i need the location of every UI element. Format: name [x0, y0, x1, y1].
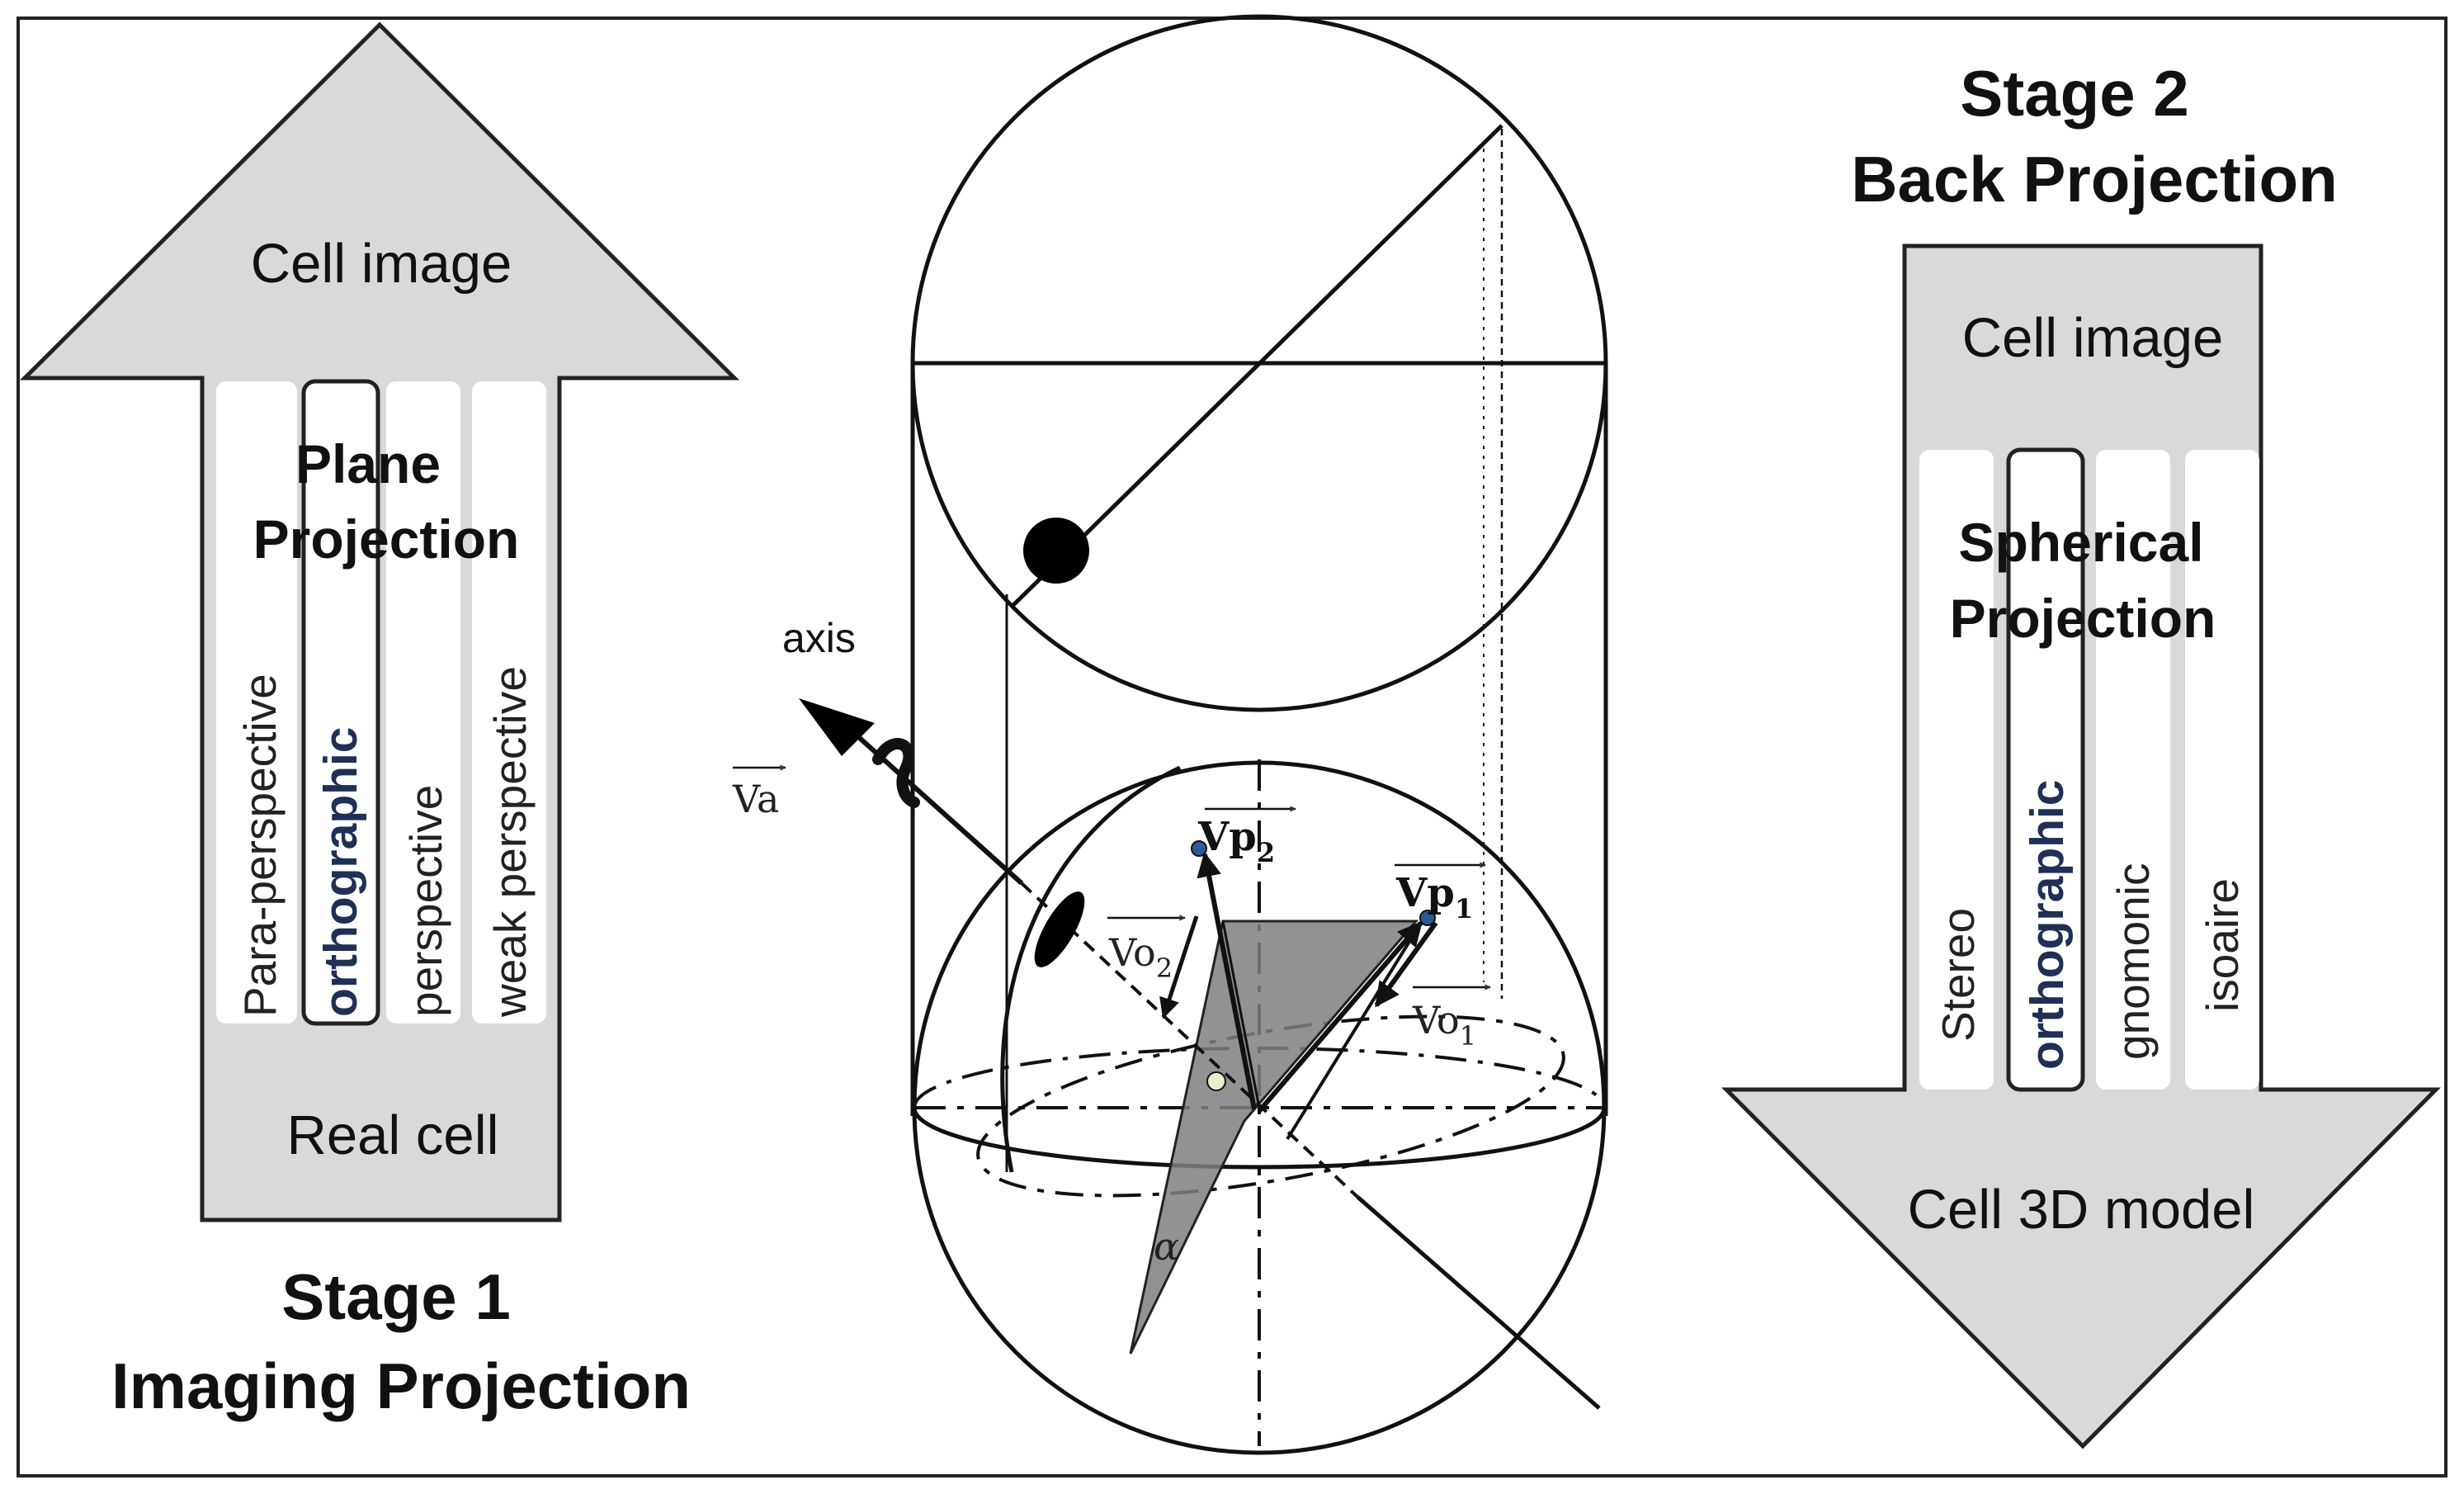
- vector-vo2: [1159, 915, 1199, 1019]
- stage1-panel: Cell image Para-perspective orthographic…: [19, 21, 740, 1422]
- stage2-title-line1: Stage 2: [1960, 57, 2188, 130]
- stage2-panel: Stage 2 Back Projection Cell image Stere…: [1721, 57, 2441, 1449]
- rotation-axis-dashed: [1020, 882, 1359, 1199]
- vo2-label: Vo2: [1108, 930, 1173, 984]
- stage2-cell-image-label: Cell image: [1962, 307, 2224, 369]
- alpha-plane: [1129, 920, 1419, 1355]
- axis-arrowhead: [799, 698, 875, 756]
- va-label: Va: [732, 777, 779, 821]
- center-labels: axis Va Vp2 Vp1 Vo2 Vo1 α: [732, 615, 1476, 1269]
- vector-vo1: [1374, 921, 1438, 1008]
- point-center-small: [1206, 1071, 1226, 1091]
- axis-surface-point: [1034, 891, 1085, 967]
- top-circle-point: [1023, 518, 1089, 584]
- axis-rotation-curl: [872, 738, 920, 808]
- alpha-label: α: [1154, 1224, 1179, 1269]
- point-vp1: [1419, 910, 1436, 926]
- stage2-pill-gnomonic: [2096, 450, 2170, 1090]
- stage1-pill-para-perspective: [216, 381, 297, 1024]
- vector-vp2: [1197, 852, 1257, 1110]
- center-geometry: [733, 14, 1608, 1455]
- stage2-method-gnomonic: gnomonic: [2108, 863, 2159, 1060]
- stage2-method-isoaire: isoaire: [2197, 878, 2248, 1012]
- vector-vp1: [1257, 920, 1423, 1113]
- axis-label: axis: [782, 615, 856, 661]
- stage2-method-title-line2: Projection: [1950, 588, 2216, 649]
- point-vp2: [1191, 840, 1207, 857]
- stage2-pill-stereo: [1919, 450, 1994, 1090]
- stage1-method-title-line2: Projection: [253, 508, 520, 570]
- sphere-meridian-arc: [1000, 765, 1182, 1173]
- stage1-method-weak-perspective: weak perspective: [484, 666, 536, 1018]
- plane-inner-line: [1221, 920, 1261, 1109]
- sphere-tilted-ellipse: [976, 1014, 1565, 1198]
- stage2-cell-3d-model-label: Cell 3D model: [1908, 1179, 2255, 1241]
- sphere-equator-front: [912, 1107, 1607, 1170]
- stage1-pill-weak-perspective: [472, 381, 546, 1024]
- top-circle-diagonal-line: [1010, 124, 1503, 608]
- vp1-to-origin-line: [1286, 921, 1423, 1141]
- rotation-axis-line: [844, 724, 1024, 886]
- stage2-method-orthographic: orthographic: [2021, 780, 2074, 1071]
- vp1-label: Vp1: [1395, 870, 1473, 924]
- stage1-pill-perspective: [386, 381, 460, 1024]
- stage1-method-para-perspective: Para-perspective: [234, 674, 286, 1017]
- stage1-title-line1: Stage 1: [281, 1260, 510, 1333]
- stage1-method-orthographic: orthographic: [314, 727, 367, 1018]
- stage2-pill-orthographic: [2006, 447, 2085, 1092]
- stage1-cell-image-label: Cell image: [251, 233, 512, 295]
- stage2-method-stereo: Stereo: [1933, 908, 1984, 1042]
- rotation-axis-outer: [1356, 1195, 1601, 1410]
- stage2-title-line2: Back Projection: [1851, 143, 2338, 215]
- stage2-pill-isoaire: [2185, 450, 2259, 1090]
- vo1-label: Vo1: [1412, 998, 1476, 1052]
- stage1-method-title-line1: Plane: [295, 433, 441, 494]
- stage1-pill-orthographic: [301, 379, 380, 1026]
- stage1-real-cell-label: Real cell: [287, 1104, 499, 1166]
- stage1-method-perspective: perspective: [400, 785, 451, 1017]
- vp2-label: Vp2: [1197, 814, 1275, 868]
- stage1-title-line2: Imaging Projection: [111, 1350, 691, 1422]
- stage2-method-title-line1: Spherical: [1958, 512, 2203, 573]
